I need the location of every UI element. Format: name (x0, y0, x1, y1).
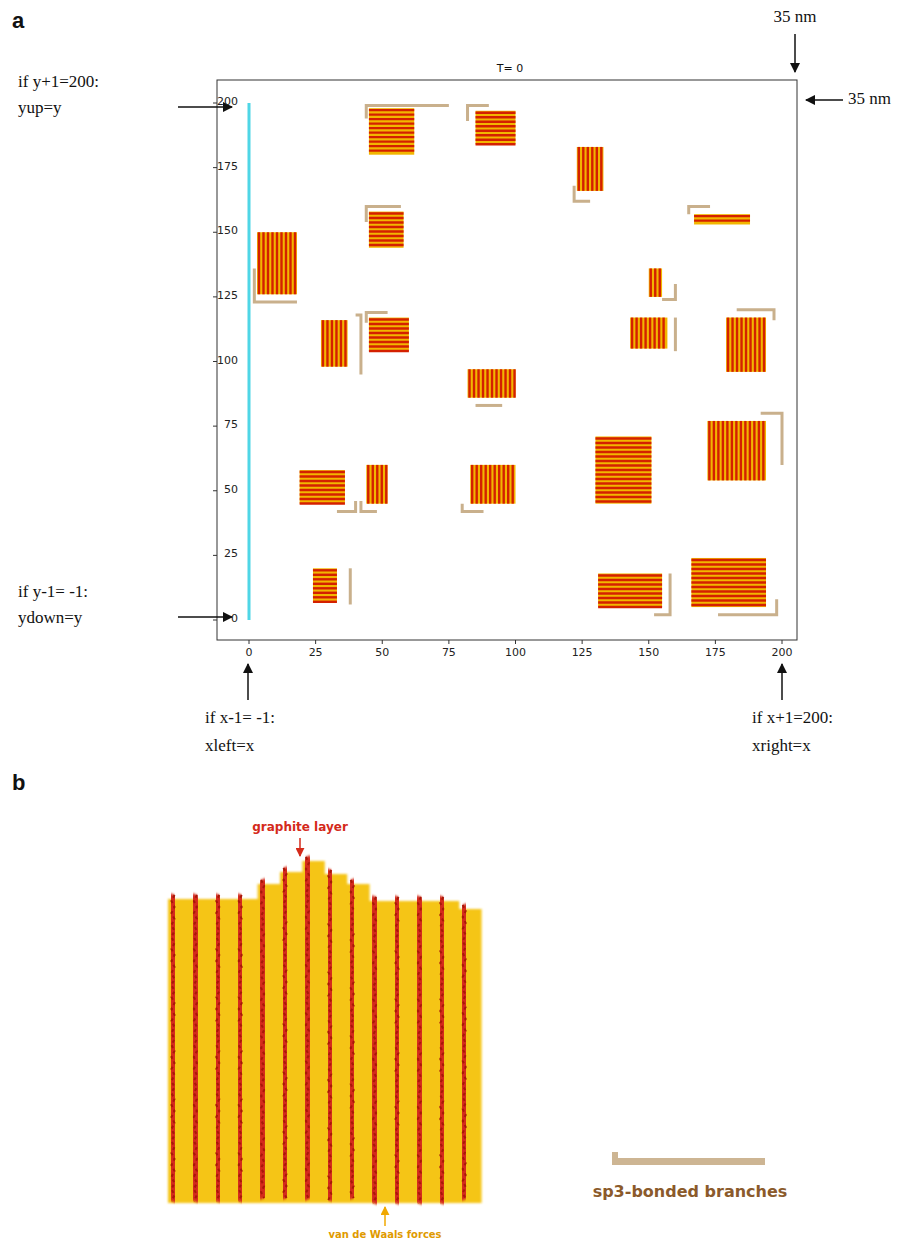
graphite-clusters (257, 108, 766, 607)
tick-label: 100 (505, 647, 526, 660)
tick-label: 175 (217, 161, 238, 174)
tick-label: 75 (224, 419, 238, 432)
annotation-label: yup=y (18, 98, 62, 118)
annotation-label: van de Waals forces (328, 1229, 441, 1241)
tick-label: 25 (224, 548, 238, 561)
annotation-label: xright=x (752, 736, 811, 756)
annotation-label: sp3-bonded branches (593, 1183, 788, 1201)
leader-arrow (384, 1207, 386, 1226)
tick-label: 200 (217, 96, 238, 109)
tick-label: 75 (442, 647, 456, 660)
annotation-label: if y-1= -1: (18, 582, 88, 602)
tick-label: 200 (772, 647, 793, 660)
tick-label: 150 (217, 225, 238, 238)
tick-label: 25 (309, 647, 323, 660)
sp3-branches (254, 106, 782, 615)
tick-label: 125 (572, 647, 593, 660)
tick-label: 125 (217, 290, 238, 303)
axis-ticks (213, 103, 782, 644)
annotation-label: if x+1=200: (752, 708, 833, 728)
annotation-label: T= 0 (497, 63, 523, 76)
sp3-branch-sample (612, 1152, 765, 1165)
annotation-label: if x-1= -1: (205, 708, 275, 728)
panel-label: a (12, 8, 24, 33)
tick-label: 100 (217, 355, 238, 368)
plot-frame (217, 80, 797, 640)
tick-label: 50 (224, 484, 238, 497)
tick-label: 50 (375, 647, 389, 660)
annotation-label: 35 nm (774, 7, 817, 27)
annotation-label: 35 nm (848, 89, 891, 109)
tick-label: 0 (231, 613, 238, 626)
annotation-arrows (178, 34, 843, 700)
annotation-label: ydown=y (18, 608, 82, 628)
tick-label: 0 (246, 647, 253, 660)
panel-label: b (12, 770, 25, 795)
annotation-label: graphite layer (252, 821, 348, 835)
tick-label: 175 (705, 647, 726, 660)
annotation-label: if y+1=200: (18, 72, 99, 92)
graphite-block (168, 857, 482, 1203)
tick-label: 150 (638, 647, 659, 660)
leader-arrow (299, 838, 301, 856)
cyan-boundary-line (248, 103, 251, 620)
annotation-label: xleft=x (205, 736, 254, 756)
